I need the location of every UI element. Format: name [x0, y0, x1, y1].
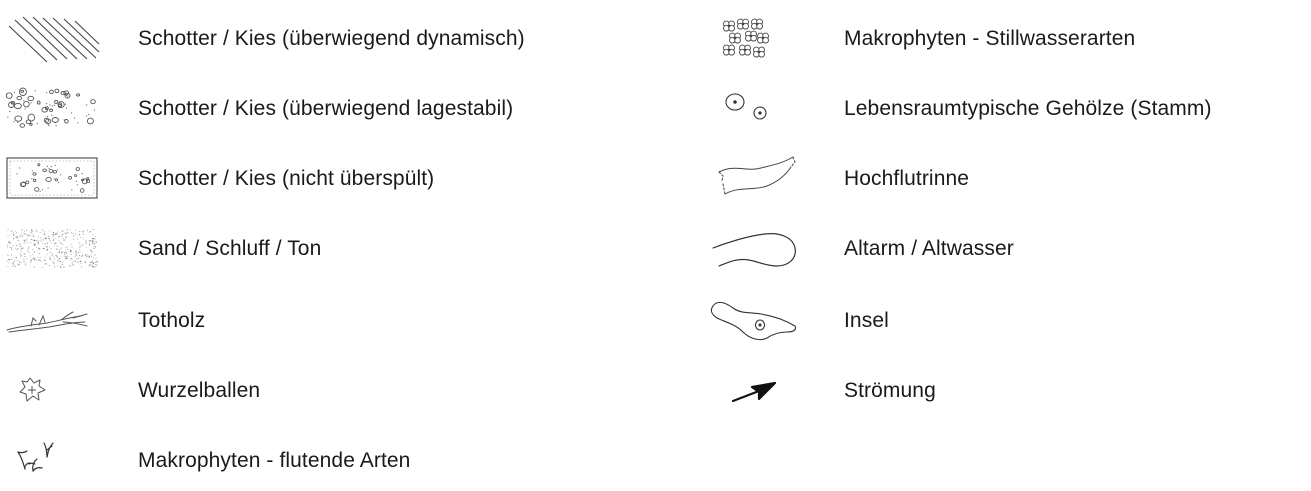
legend-item-island: Insel: [700, 296, 1311, 346]
legend-label: Wurzelballen: [138, 379, 261, 402]
legend-item-tree-trunk: Lebensraumtypische Gehölze (Stamm): [700, 84, 1311, 134]
legend-label: Schotter / Kies (überwiegend dynamisch): [138, 27, 525, 50]
legend-item-flood-channel: Hochflutrinne: [700, 154, 1311, 204]
gravel-framed-icon: [3, 154, 103, 204]
island-icon: [705, 296, 805, 346]
legend-item-still-water-macrophytes: Makrophyten - Stillwasserarten: [700, 14, 1311, 64]
legend-item-gravel-dynamic: Schotter / Kies (überwiegend dynamisch): [0, 14, 660, 64]
tree-trunk-icon: [705, 84, 805, 134]
legend-label: Insel: [844, 309, 889, 332]
legend-label: Hochflutrinne: [844, 167, 970, 190]
legend-label: Altarm / Altwasser: [844, 237, 1014, 260]
legend-item-root-ball: Wurzelballen: [0, 366, 660, 416]
legend-item-current: Strömung: [700, 366, 1311, 416]
legend-item-gravel-framed: Schotter / Kies (nicht überspült): [0, 154, 660, 204]
root-ball-icon: [3, 366, 103, 416]
legend-column-right: Makrophyten - Stillwasserarten Lebensrau…: [700, 0, 1311, 491]
oxbow-icon: [705, 224, 805, 274]
deadwood-icon: [3, 296, 103, 346]
sand-stipple-icon: [3, 224, 103, 274]
legend-label: Strömung: [844, 379, 936, 402]
legend-label: Totholz: [138, 309, 206, 332]
legend-column-left: Schotter / Kies (überwiegend dynamisch) …: [0, 14, 660, 486]
diagonal-hatch-icon: [3, 14, 103, 64]
legend-label: Schotter / Kies (überwiegend lagestabil): [138, 97, 514, 120]
legend-label: Schotter / Kies (nicht überspült): [138, 167, 435, 190]
gravel-stable-icon: [3, 84, 103, 134]
legend-label: Makrophyten - flutende Arten: [138, 449, 411, 472]
still-water-macrophytes-icon: [705, 14, 805, 64]
current-arrow-icon: [705, 366, 805, 416]
legend-item-floating-macrophytes: Makrophyten - flutende Arten: [0, 436, 660, 486]
legend-item-sand: Sand / Schluff / Ton: [0, 224, 660, 274]
legend-label: Sand / Schluff / Ton: [138, 237, 322, 260]
legend-label: Makrophyten - Stillwasserarten: [844, 27, 1136, 50]
legend-item-gravel-stable: Schotter / Kies (überwiegend lagestabil): [0, 84, 660, 134]
flood-channel-icon: [705, 154, 805, 204]
floating-macrophytes-icon: [3, 436, 103, 486]
legend-item-oxbow: Altarm / Altwasser: [700, 224, 1311, 274]
legend-label: Lebensraumtypische Gehölze (Stamm): [844, 97, 1212, 120]
legend-item-deadwood: Totholz: [0, 296, 660, 346]
